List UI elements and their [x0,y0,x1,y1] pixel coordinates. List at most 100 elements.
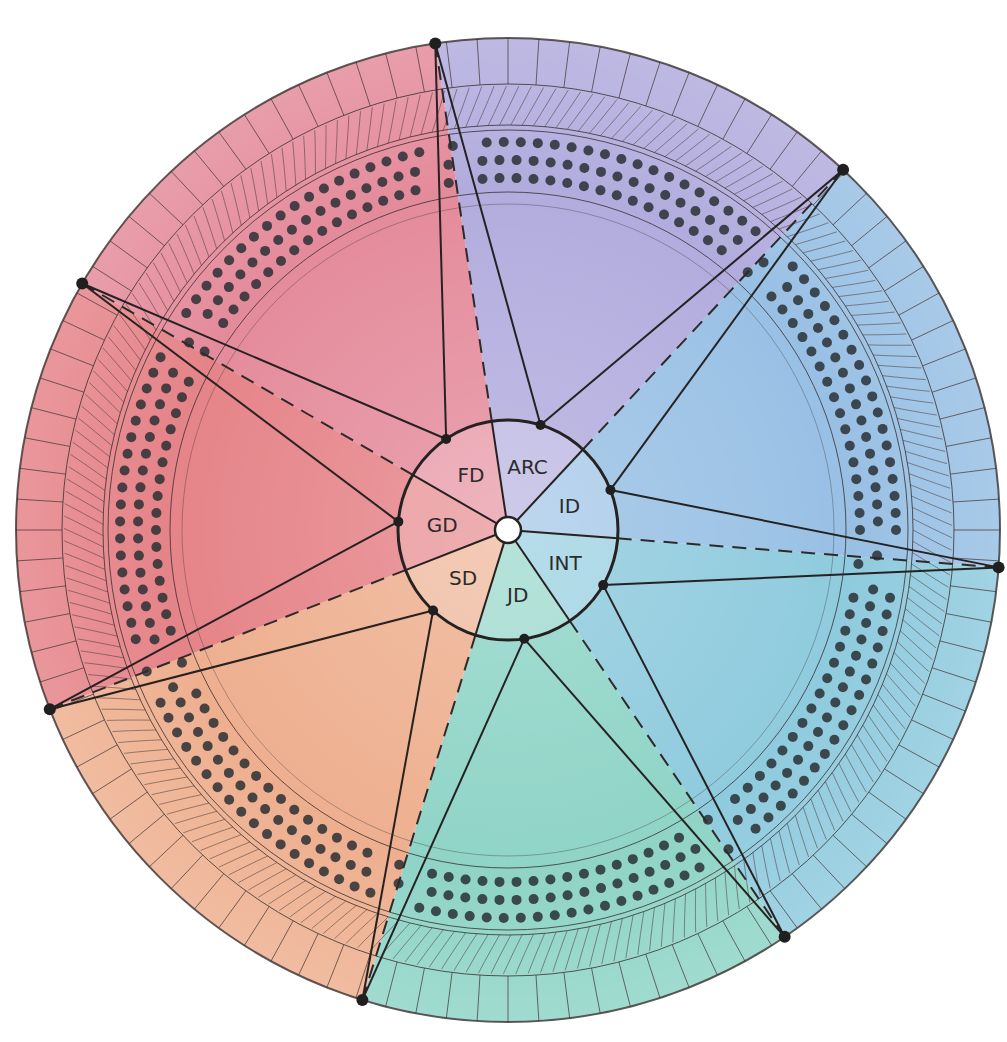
dot [782,282,792,292]
dot [815,689,825,699]
hatch-stroke [803,241,845,253]
hatch-stroke [279,886,315,910]
hatch-stroke [488,86,506,125]
hatch-stroke [905,609,939,636]
dot [660,190,670,200]
hatch-stroke [89,383,120,413]
dot [847,705,857,715]
dot [612,190,622,200]
tick-line [446,42,452,88]
sector-label: FD [457,465,484,485]
dot [563,160,573,170]
inner-point [598,580,608,590]
tick-line [16,530,62,531]
dot [645,867,655,877]
dot [803,741,813,751]
tick-line [40,668,84,682]
tick-line [40,378,84,392]
star-line [541,170,844,425]
dot [743,783,753,793]
outer-point [837,164,849,176]
dot [155,474,165,484]
dot [751,824,761,834]
dot [546,893,556,903]
hatch-stroke [882,684,910,717]
dot [151,508,161,518]
dot [444,872,454,882]
dot [361,867,371,877]
dot [813,323,823,333]
hatch-stroke [97,698,140,700]
hatch-stroke [565,929,578,970]
dot [290,849,300,859]
dot [191,756,201,766]
dot [350,881,360,891]
hatch-stroke [282,148,286,191]
dot [529,894,539,904]
outer-point [779,931,791,943]
hatch-stroke [897,418,940,427]
dot [822,712,832,722]
dot [690,206,700,216]
dot [394,172,404,182]
dot [659,841,669,851]
hatch-stroke [887,386,930,391]
hatch-stroke [665,129,699,157]
dot [477,156,487,166]
hatch-stroke [516,934,534,974]
dot [550,140,560,150]
dot [168,682,178,692]
tick-line [646,62,660,106]
hatch-stroke [686,140,721,166]
dot [676,198,686,208]
tick-line [25,438,70,447]
dot [443,890,453,900]
dot [381,157,391,167]
dot [161,441,171,451]
hatch-stroke [388,100,396,143]
dot [848,457,858,467]
hatch-stroke [644,119,676,149]
hatch-stroke [912,496,952,513]
dot [853,491,863,501]
hatch-stroke [167,803,209,814]
dot [633,891,643,901]
hatch-stroke [913,519,952,538]
dot [224,282,234,292]
hatch-stroke [78,418,112,446]
dot [251,279,261,289]
star-line [435,43,446,439]
tick-line [386,962,397,1007]
dot [689,226,699,236]
tick-line [356,62,370,106]
hatch-stroke [695,889,696,932]
dot [236,807,246,817]
tick-line [171,855,202,889]
tick-line [20,586,66,592]
hatch-stroke [64,528,103,547]
dot [856,634,866,644]
hatch-stroke [900,631,932,660]
dot [799,274,809,284]
tick-line [110,241,147,268]
dot [444,178,454,188]
hatch-stroke [201,835,242,851]
dot [855,525,865,535]
hatch-stroke [845,754,866,792]
tick-line [946,614,991,623]
tick-line [299,934,319,976]
dot [865,449,875,459]
dot-band [115,137,901,923]
hatch-stroke [868,715,893,751]
hatch-stroke [93,371,123,402]
dot [533,138,543,148]
dot [829,735,839,745]
dot [276,211,286,221]
dot [759,793,769,803]
hatch-stroke [153,263,173,301]
dot [516,137,526,147]
dot [213,268,223,278]
dot [838,368,848,378]
hatch-stroke [70,603,112,615]
dot [289,805,299,815]
